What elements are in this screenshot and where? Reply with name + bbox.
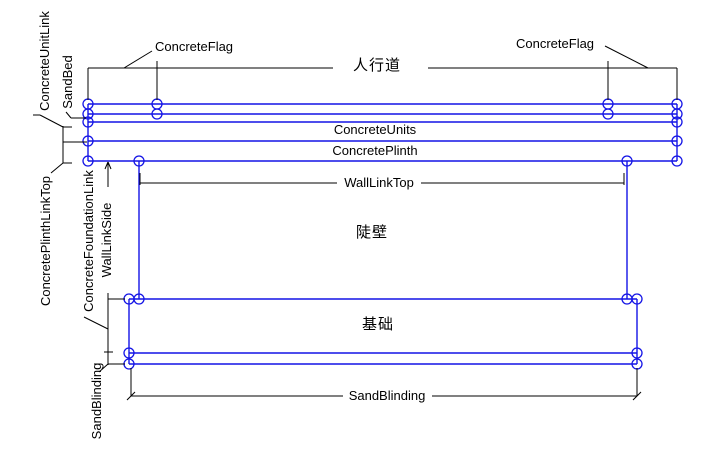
node-circle	[133, 293, 145, 305]
concrete-plinth-link-top-leader	[50, 162, 64, 174]
dim-tick	[126, 391, 136, 401]
concrete-unit-link-label: ConcreteUnitLink	[36, 11, 52, 111]
concrete-foundation-link-label: ConcreteFoundationLink	[80, 170, 96, 312]
sand-bed-label: SandBed	[59, 55, 75, 109]
wall-link-side-arrow	[104, 161, 109, 170]
concrete-flag-left-label: ConcreteFlag	[155, 39, 234, 54]
node-circle	[82, 108, 94, 120]
node-circle	[602, 108, 614, 120]
dim-tick	[632, 391, 642, 401]
concrete-units-label: ConcreteUnits	[333, 121, 417, 137]
node-circle	[151, 108, 163, 120]
wall-link-top-label: WallLinkTop	[344, 174, 414, 190]
wall-link-side-arrow	[107, 161, 112, 170]
structure-lines	[87, 103, 678, 365]
node-circle	[671, 108, 683, 120]
node-circle	[631, 293, 643, 305]
sidewalk-label: 人行道	[352, 56, 402, 74]
concrete-foundation-link-leader	[83, 316, 109, 330]
concrete-flag-right-label: ConcreteFlag	[516, 36, 595, 51]
node-circle	[671, 155, 683, 167]
annotation-lines	[33, 45, 678, 401]
node-circle	[82, 116, 94, 128]
concrete-unit-link-leader	[39, 114, 64, 128]
concrete-plinth-label: ConcretePlinth	[332, 142, 418, 158]
concrete-plinth-link-top-label: ConcretePlinthLinkTop	[37, 175, 53, 307]
concrete-flag-left-leader	[123, 50, 153, 69]
node-circle	[82, 135, 94, 147]
node-circle	[82, 155, 94, 167]
wall-link-side-label: WallLinkSide	[98, 202, 114, 278]
sand-blinding-dim-label: SandBlinding	[348, 387, 426, 403]
sand-bed-leader	[65, 111, 72, 119]
sand-blinding-left-leader	[98, 363, 109, 373]
node-circle	[133, 155, 145, 167]
node-circle	[123, 347, 135, 359]
sand-blinding-left-label: SandBlinding	[88, 362, 104, 440]
node-circle	[631, 347, 643, 359]
steep-wall-label: 陡壁	[355, 223, 389, 241]
node-circle	[621, 155, 633, 167]
node-circle	[671, 135, 683, 147]
concrete-flag-right-leader	[604, 45, 649, 69]
node-circle	[671, 116, 683, 128]
foundation-label: 基础	[361, 315, 395, 333]
